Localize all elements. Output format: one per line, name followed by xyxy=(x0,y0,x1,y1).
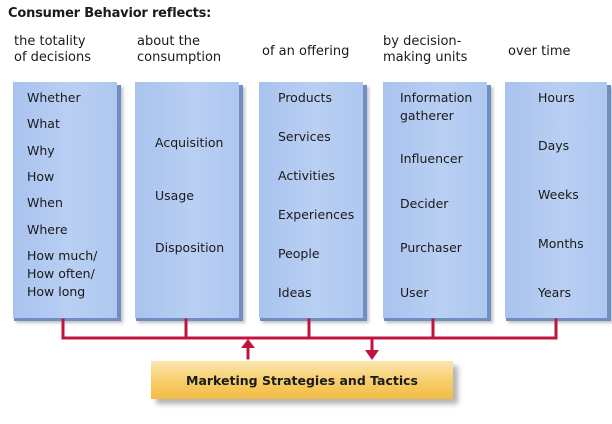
column-item: gatherer xyxy=(400,108,454,123)
header-decision-making-units: by decision- making units xyxy=(383,34,468,65)
column-item: Years xyxy=(538,285,571,300)
column-item: Disposition xyxy=(155,240,225,255)
column-item: Weeks xyxy=(538,187,579,202)
column-item: How xyxy=(27,169,55,184)
column-item: Acquisition xyxy=(155,135,224,150)
header-over-time: over time xyxy=(508,44,571,59)
diagram-title: Consumer Behavior reflects: xyxy=(8,6,212,21)
column-item: Months xyxy=(538,236,584,251)
column-item: Services xyxy=(278,129,331,144)
column-item: Days xyxy=(538,138,570,153)
column-item: Ideas xyxy=(278,285,312,300)
column-item: How often/ xyxy=(27,266,95,281)
column-decisions: Whether What Why How When Where How much… xyxy=(10,82,117,318)
column-item: What xyxy=(27,116,60,131)
column-decision-units: Information gatherer Influencer Decider … xyxy=(380,82,487,318)
column-consumption: Acquisition Usage Disposition xyxy=(132,82,239,318)
column-item: Activities xyxy=(278,168,336,183)
header-about-consumption: about the consumption xyxy=(137,34,222,65)
column-item: Usage xyxy=(155,188,194,203)
column-item: Products xyxy=(278,90,332,105)
column-time: Hours Days Weeks Months Years xyxy=(502,82,607,318)
column-item: People xyxy=(278,246,320,261)
column-item: When xyxy=(27,195,63,210)
column-offering: Products Services Activities Experiences… xyxy=(256,82,363,318)
column-item: Influencer xyxy=(400,151,463,166)
header-of-an-offering: of an offering xyxy=(262,44,350,59)
column-item: Purchaser xyxy=(400,240,462,255)
column-item: Information xyxy=(400,90,473,105)
column-item: Decider xyxy=(400,196,449,211)
column-item: Hours xyxy=(538,90,575,105)
header-totality-of-decisions: the totality of decisions xyxy=(14,34,92,65)
arrow-down-head xyxy=(365,350,379,360)
column-item: Where xyxy=(27,222,68,237)
column-item: How long xyxy=(27,284,86,299)
column-item: How much/ xyxy=(27,248,98,263)
column-item: Why xyxy=(27,143,55,158)
marketing-strategies-box: Marketing Strategies and Tactics xyxy=(151,361,453,399)
arrow-up-head xyxy=(241,339,255,348)
column-item: Experiences xyxy=(278,207,355,222)
column-item: User xyxy=(400,285,429,300)
column-item: Whether xyxy=(27,90,81,105)
